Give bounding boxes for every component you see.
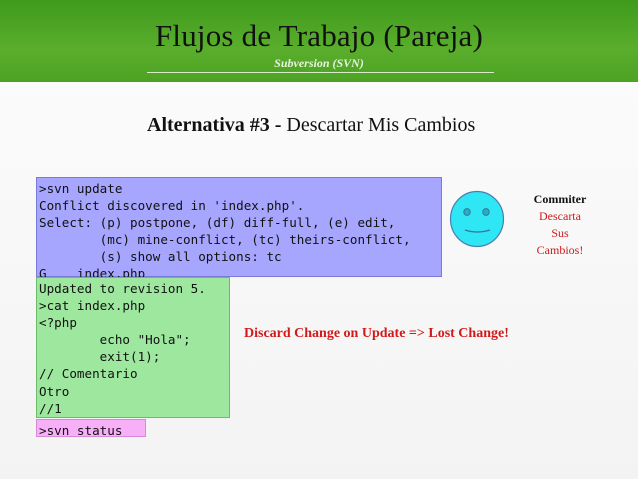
section-heading-bold: Alternativa #3 -: [147, 114, 282, 136]
smiley-face-icon: [449, 190, 505, 248]
slide-subtitle: Subversion (SVN): [274, 56, 364, 70]
commiter-line-2: Sus: [551, 226, 569, 240]
commiter-line-1: Descarta: [539, 209, 581, 223]
cat-file-output: Updated to revision 5. >cat index.php <?…: [36, 277, 230, 418]
commiter-label: Commiter Descarta Sus Cambios!: [526, 191, 594, 259]
commiter-name: Commiter: [533, 192, 587, 206]
section-heading-text: Descartar Mis Cambios: [281, 114, 476, 136]
slide-title: Flujos de Trabajo (Pareja): [154, 18, 484, 53]
svn-update-output: >svn update Conflict discovered in 'inde…: [36, 177, 442, 281]
discard-note: Discard Change on Update => Lost Change!: [244, 326, 509, 341]
slide-header: Flujos de Trabajo (Pareja) Subversion (S…: [0, 0, 638, 82]
section-heading: Alternativa #3 - Descartar Mis Cambios: [147, 114, 475, 137]
title-underline: [147, 72, 494, 73]
svn-status-command: >svn status: [36, 419, 146, 438]
commiter-line-3: Cambios!: [536, 243, 584, 257]
